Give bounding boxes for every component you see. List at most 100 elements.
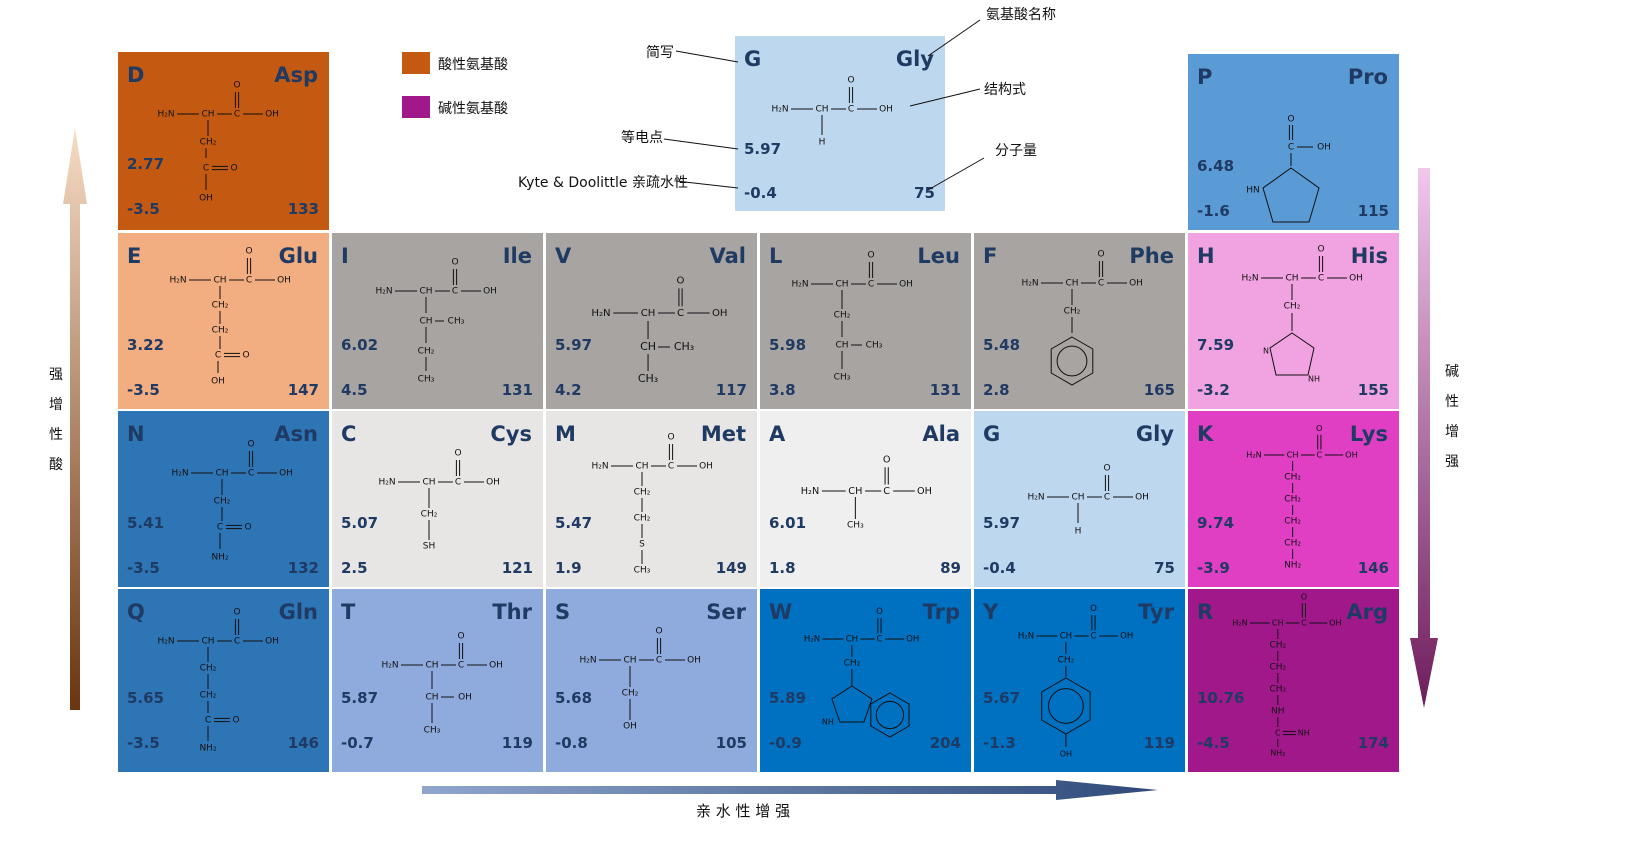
amine-group: H₂N <box>1021 279 1038 289</box>
three-letter-name: Asn <box>274 422 318 446</box>
hydroxyl-group: OH <box>279 469 293 479</box>
amine-group: H₂N <box>579 656 596 666</box>
indole-benzene-ring <box>870 692 910 738</box>
carbon-atom: C <box>1275 729 1281 738</box>
leader-line <box>663 138 739 150</box>
side-chain-group: CH₂ <box>214 497 231 507</box>
hydroxyl-group: OH <box>1317 143 1331 153</box>
legend-label: 碱性氨基酸 <box>438 101 508 117</box>
carbonyl-oxygen: O <box>454 449 461 459</box>
carboxyl-carbon: C <box>1318 274 1324 284</box>
amine-group: H₂N <box>791 280 808 290</box>
hydrophilicity-axis-label: 亲 水 性 增 强 <box>696 802 791 820</box>
side-chain-group: CH₂ <box>1064 307 1081 317</box>
pyrrolidine-ring <box>1262 167 1320 223</box>
legend-label: 酸性氨基酸 <box>438 57 508 73</box>
carbonyl-oxygen: O <box>457 632 464 642</box>
amine-group: H₂N <box>1018 632 1034 642</box>
isoelectric-point: 5.98 <box>769 336 807 354</box>
alpha-carbon: CH <box>1060 632 1072 642</box>
amine-group: H₂N <box>171 469 188 479</box>
hydroxyl-group: OH <box>211 377 225 387</box>
carbonyl-oxygen: O <box>1317 245 1324 255</box>
hydropathy-index: -0.8 <box>555 734 588 752</box>
carbonyl-oxygen: O <box>232 716 239 726</box>
hydropathy-index: 3.8 <box>769 381 796 399</box>
methyl-group: CH₃ <box>674 340 694 353</box>
amine-group: H₂N <box>804 635 820 645</box>
carboxyl-carbon: C <box>1098 279 1104 289</box>
side-chain-group: CH₂ <box>200 138 217 148</box>
hydrophilicity-arrow <box>422 780 1158 800</box>
key-annotation-name: 氨基酸名称 <box>986 7 1056 23</box>
isoelectric-point: 6.02 <box>341 336 379 354</box>
axis-char: 酸 <box>49 457 63 473</box>
molecular-weight: 132 <box>287 559 319 577</box>
alpha-carbon: CH <box>641 308 656 319</box>
isoelectric-point: 5.41 <box>127 514 165 532</box>
three-letter-name: Trp <box>922 600 960 624</box>
hydroxyl-group: OH <box>483 287 497 297</box>
one-letter-code: R <box>1197 600 1214 624</box>
three-letter-name: Tyr <box>1138 600 1174 624</box>
hydroxyl-group: OH <box>699 462 713 472</box>
molecular-weight: 131 <box>501 381 533 399</box>
side-chain-group: CH₂ <box>212 326 229 336</box>
three-letter-name: Leu <box>917 244 960 268</box>
one-letter-code: G <box>983 422 1001 446</box>
carboxyl-carbon: C <box>1090 632 1096 642</box>
amine-group: H₂N <box>381 661 398 671</box>
hydroxyl-group: OH <box>277 276 291 286</box>
alpha-carbon: CH <box>419 287 432 297</box>
molecular-weight: 117 <box>715 381 747 399</box>
isoelectric-point: 5.97 <box>983 514 1021 532</box>
acidity-axis-label: 酸性增强 <box>48 360 64 480</box>
amide-group: NH₂ <box>199 744 217 754</box>
carbon-atom: C <box>203 164 209 174</box>
three-letter-name: Ile <box>502 244 532 268</box>
carbonyl-oxygen: O <box>245 247 252 257</box>
molecular-weight: 147 <box>287 381 319 399</box>
one-letter-code: I <box>341 244 349 268</box>
molecular-weight: 119 <box>501 734 533 752</box>
alpha-carbon: CH <box>201 110 214 120</box>
carboxyl-carbon: C <box>248 469 254 479</box>
hydroxyl-group: OH <box>199 194 213 204</box>
three-letter-name: Lys <box>1349 422 1388 446</box>
methyl-group: CH₃ <box>418 375 435 385</box>
hydroxyl-group: OH <box>1329 618 1341 628</box>
isoelectric-point: 5.68 <box>555 689 593 707</box>
alpha-carbon: CH <box>1287 450 1299 460</box>
legend-swatch <box>402 96 430 118</box>
isoelectric-point: 10.76 <box>1197 689 1245 707</box>
side-chain-group: CH₂ <box>622 689 639 699</box>
isoelectric-point: 5.07 <box>341 514 379 532</box>
hydropathy-index: -3.9 <box>1197 559 1230 577</box>
one-letter-code: P <box>1197 65 1213 89</box>
imine-group: NH <box>1298 729 1310 738</box>
methyl-group: CH₃ <box>638 372 658 385</box>
hydropathy-index: 2.5 <box>341 559 368 577</box>
key-annotation-mw: 分子量 <box>995 143 1037 159</box>
hydropathy-index: -4.5 <box>1197 734 1230 752</box>
hydrogen-atom: H <box>1075 527 1082 537</box>
three-letter-name: His <box>1350 244 1388 268</box>
alpha-carbon: CH <box>835 280 848 290</box>
hydroxyl-group: OH <box>899 280 913 290</box>
carbon-atom: CH <box>425 693 438 703</box>
molecular-weight: 115 <box>1357 202 1389 220</box>
alpha-carbon: CH <box>1272 618 1284 628</box>
isoelectric-point: 9.74 <box>1197 514 1235 532</box>
three-letter-name: Asp <box>274 63 318 87</box>
